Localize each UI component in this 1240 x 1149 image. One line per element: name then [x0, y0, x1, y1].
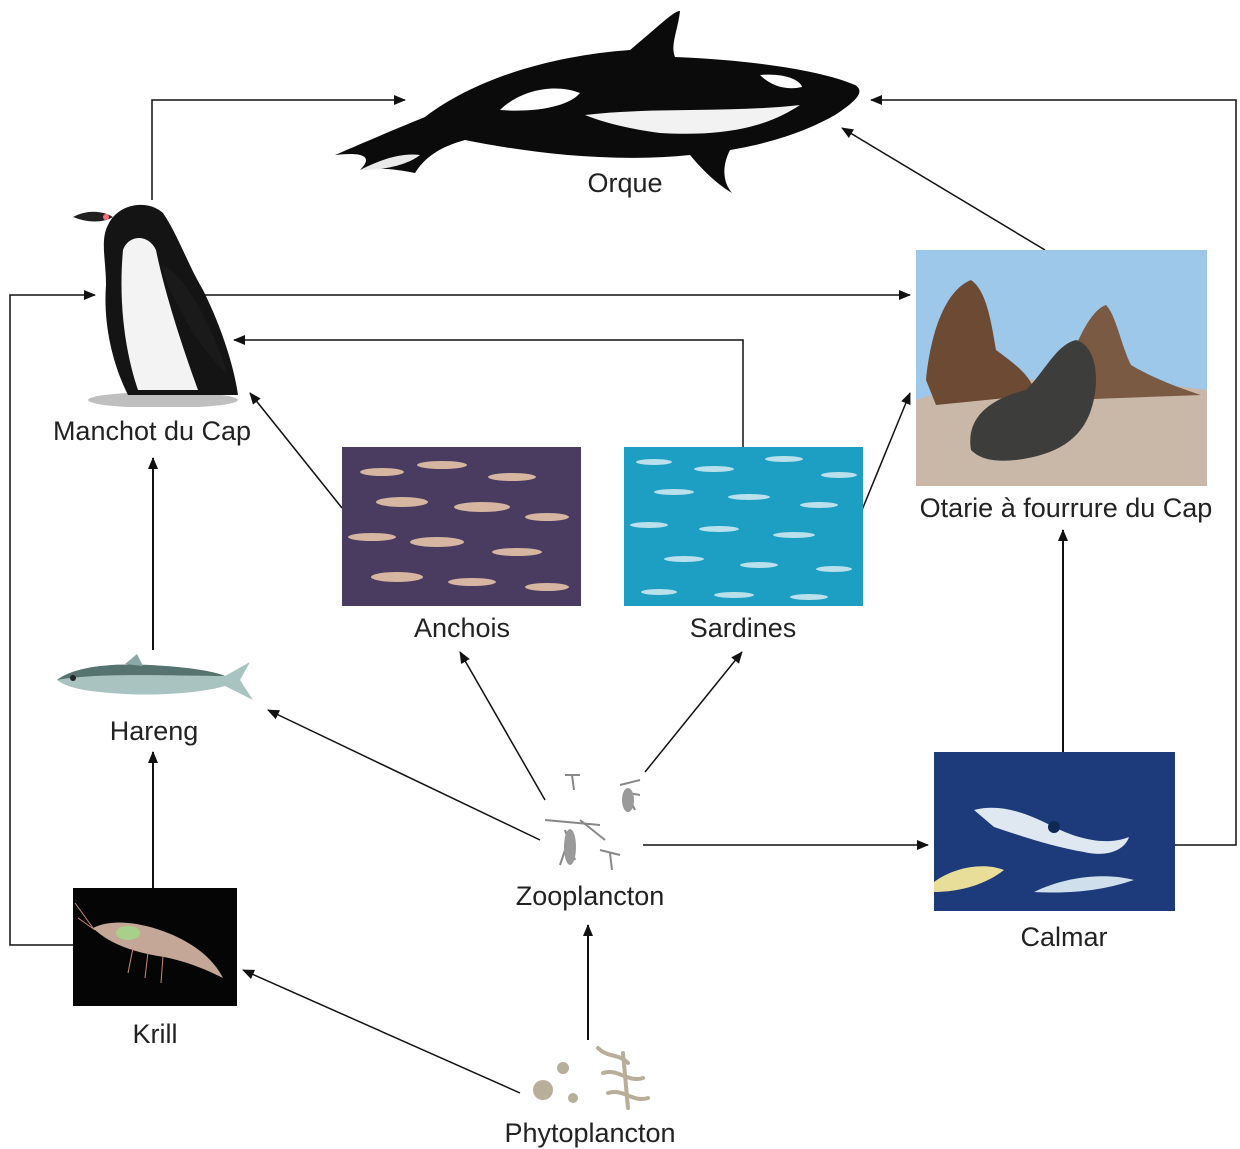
penguin-illustration	[73, 204, 238, 407]
squid-photo	[934, 752, 1175, 911]
anchovies-photo	[342, 447, 581, 606]
label-anchois: Anchois	[413, 613, 511, 643]
phytoplankton-illustration	[533, 1046, 650, 1110]
label-otarie-a-fourrure-du-cap: Otarie à fourrure du Cap	[919, 493, 1213, 523]
label-zooplancton: Zooplancton	[515, 881, 665, 911]
label-krill: Krill	[132, 1019, 178, 1049]
arrow-phytoplancton-to-krill	[242, 969, 521, 1094]
sardines-photo	[624, 447, 863, 606]
label-sardines: Sardines	[689, 613, 797, 643]
krill-photo	[73, 888, 237, 1006]
label-manchot-du-cap: Manchot du Cap	[52, 416, 252, 446]
arrow-sardines-to-otarie	[861, 392, 911, 511]
label-phytoplancton: Phytoplancton	[504, 1118, 676, 1148]
label-hareng: Hareng	[109, 716, 199, 746]
arrow-zooplancton-to-hareng	[267, 709, 541, 841]
label-calmar: Calmar	[1020, 922, 1108, 952]
fur-seal-photo	[916, 250, 1207, 486]
arrow-krill-to-manchot	[9, 290, 96, 946]
arrow-sardines-to-manchot	[233, 335, 744, 447]
arrow-anchois-to-manchot	[249, 392, 343, 509]
zooplankton-illustration	[544, 774, 641, 871]
orca-illustration	[335, 10, 860, 193]
label-orque: Orque	[587, 168, 663, 198]
arrow-zooplancton-to-anchois	[459, 651, 546, 801]
herring-illustration	[57, 654, 253, 700]
arrow-manchot-to-orque	[151, 95, 406, 200]
arrow-otarie-to-orque	[841, 127, 1046, 251]
arrow-zooplancton-to-sardines	[644, 651, 743, 773]
arrow-calmar-to-orque	[870, 95, 1237, 846]
